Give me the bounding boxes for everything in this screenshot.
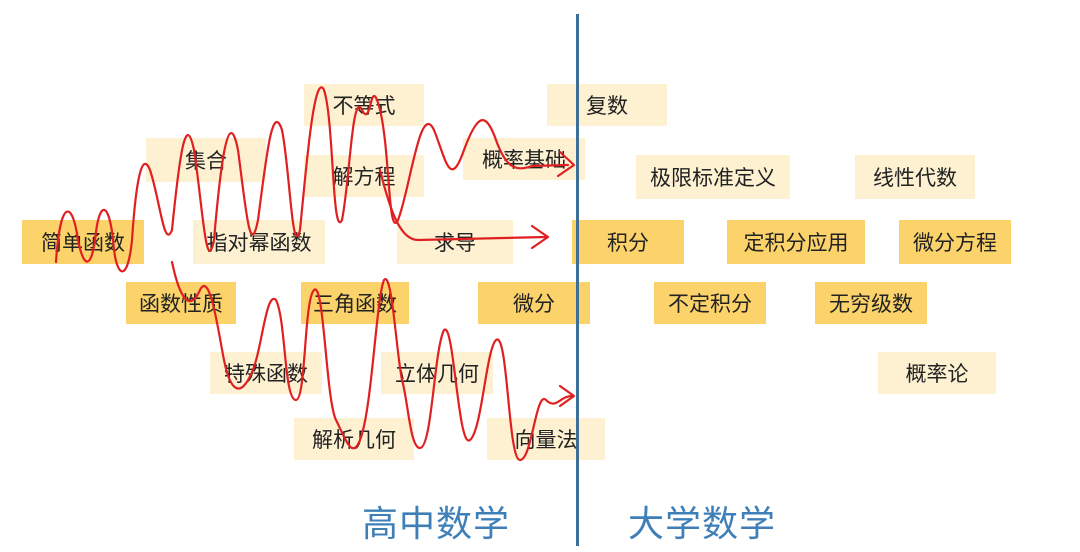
node-xiangliangfa: 向量法: [487, 418, 605, 460]
section-label-high-school: 高中数学: [362, 504, 511, 545]
node-zhiduimihanshu: 指对幂函数: [193, 220, 325, 264]
node-dingjifenyingyong: 定积分应用: [727, 220, 865, 264]
node-budingjifen: 不定积分: [654, 282, 766, 324]
node-jiandanhanshu: 简单函数: [22, 220, 144, 264]
node-xianxingdaishu: 线性代数: [855, 155, 975, 199]
node-qiudao: 求导: [397, 220, 513, 264]
section-divider: [576, 14, 579, 546]
node-jifen: 积分: [572, 220, 684, 264]
node-jixianbiaozhundingyi: 极限标准定义: [636, 155, 790, 199]
section-label-university: 大学数学: [628, 504, 777, 545]
arrow-head-qiudao: [530, 224, 550, 250]
node-gailvjichu: 概率基础: [463, 138, 585, 180]
node-weifenfangcheng: 微分方程: [899, 220, 1011, 264]
node-hanshuxingzhi: 函数性质: [126, 282, 236, 324]
node-litijihe: 立体几何: [381, 352, 493, 394]
node-jihe: 集合: [146, 138, 266, 182]
node-teshuhanshu: 特殊函数: [210, 352, 322, 394]
node-weifen: 微分: [478, 282, 590, 324]
node-budengshi: 不等式: [304, 84, 424, 126]
node-gailvlun: 概率论: [878, 352, 996, 394]
arrow-head-xiangliangfa: [558, 384, 576, 408]
node-fushu: 复数: [547, 84, 667, 126]
node-wuqiongjishu: 无穷级数: [815, 282, 927, 324]
node-jiexijihe: 解析几何: [294, 418, 414, 460]
node-sanjiaohanshu: 三角函数: [301, 282, 409, 324]
node-jiefangcheng: 解方程: [304, 155, 424, 197]
